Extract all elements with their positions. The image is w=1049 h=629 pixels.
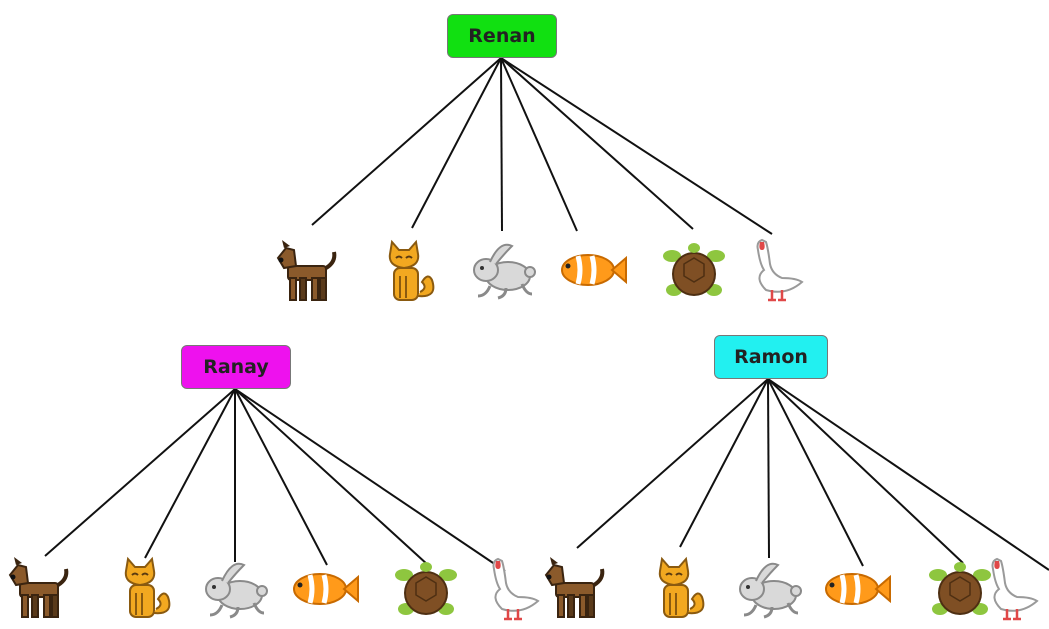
- fish-icon: [288, 553, 360, 625]
- link-ramon-dog: [576, 378, 769, 549]
- link-renan-fish: [500, 57, 578, 232]
- goose-icon: [977, 553, 1049, 625]
- link-renan-dog: [311, 57, 502, 226]
- turtle-icon: [658, 234, 730, 306]
- dog-icon: [540, 553, 612, 625]
- person-name-ranay: Ranay: [203, 356, 269, 378]
- link-ramon-rabbit: [767, 378, 770, 559]
- person-node-ranay: Ranay: [181, 345, 291, 389]
- link-ramon-cat: [679, 378, 769, 548]
- cat-icon: [646, 553, 718, 625]
- turtle-icon: [924, 553, 996, 625]
- rabbit-icon: [200, 553, 272, 625]
- link-ramon-goose: [767, 378, 1049, 571]
- turtle-icon: [390, 553, 462, 625]
- link-renan-cat: [411, 57, 502, 229]
- cat-icon: [112, 553, 184, 625]
- link-ranay-goose: [234, 388, 506, 572]
- link-ramon-fish: [767, 378, 864, 567]
- dog-icon: [4, 553, 76, 625]
- link-ranay-fish: [234, 388, 328, 566]
- cat-icon: [376, 236, 448, 308]
- link-ranay-turtle: [234, 388, 429, 566]
- dog-icon: [272, 236, 344, 308]
- person-name-ramon: Ramon: [734, 346, 808, 368]
- person-name-renan: Renan: [468, 25, 536, 47]
- goose-icon: [742, 234, 814, 306]
- person-node-ramon: Ramon: [714, 335, 828, 379]
- link-ranay-dog: [44, 388, 236, 557]
- fish-icon: [820, 553, 892, 625]
- link-renan-turtle: [500, 57, 694, 230]
- rabbit-icon: [468, 234, 540, 306]
- link-ramon-turtle: [767, 378, 964, 564]
- person-node-renan: Renan: [447, 14, 557, 58]
- link-renan-goose: [500, 57, 773, 235]
- link-renan-rabbit: [500, 57, 503, 232]
- rabbit-icon: [734, 553, 806, 625]
- fish-icon: [556, 234, 628, 306]
- link-ranay-cat: [144, 388, 236, 559]
- goose-icon: [478, 553, 550, 625]
